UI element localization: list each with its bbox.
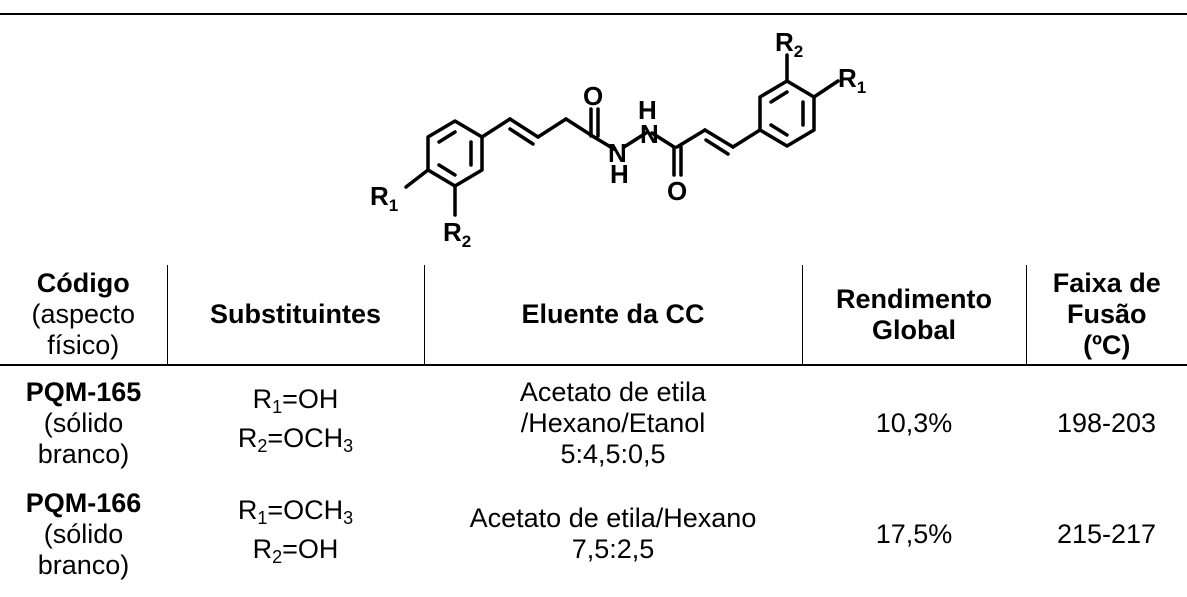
label-r2-right: R2 (775, 27, 803, 61)
label-r1-right: R1 (838, 63, 866, 97)
cell-code: PQM-166 (sólido branco) (25, 487, 142, 580)
table-row: PQM-165 (sólido branco) R1=OH R2=OCH3 Ac… (0, 365, 1187, 480)
header-code: Código (aspecto físico) (0, 265, 168, 366)
cell-melting-range: 215-217 (1056, 518, 1157, 549)
cell-eluent: Acetato de etila/Hexano 7,5:2,5 (469, 503, 757, 564)
cell-melting-range: 198-203 (1056, 407, 1157, 438)
header-eluent: Eluente da CC (424, 265, 803, 366)
table-row: PQM-166 (sólido branco) R1=OCH3 R2=OH Ac… (0, 480, 1187, 588)
atom-h-top: H (638, 95, 657, 125)
cell-code: PQM-165 (sólido branco) (25, 376, 142, 469)
structure-svg: O H N N H O R1 R2 R2 R1 (370, 27, 866, 251)
cell-substituents: R1=OCH3 R2=OH (237, 495, 354, 567)
compounds-table: Código (aspecto físico) Substituintes El… (0, 265, 1187, 588)
atom-n-top: N (640, 119, 659, 149)
header-substituents: Substituintes (167, 265, 425, 366)
atom-n-bottom: N (608, 138, 627, 168)
header-melting-range: Faixa de Fusão (ºC) (1026, 265, 1187, 366)
label-r1-left: R1 (370, 181, 398, 215)
label-r2-left: R2 (443, 217, 471, 251)
top-rule (0, 13, 1187, 15)
cell-yield: 10,3% (875, 407, 953, 438)
table-header-row: Código (aspecto físico) Substituintes El… (0, 265, 1187, 366)
header-yield: Rendimento Global (802, 265, 1027, 366)
chemical-structure: O H N N H O R1 R2 R2 R1 (0, 15, 1187, 265)
atom-h-bottom: H (610, 159, 629, 189)
atom-o-top: O (583, 81, 603, 111)
cell-eluent: Acetato de etila /Hexano/Etanol 5:4,5:0,… (519, 376, 707, 469)
atom-o-bottom: O (667, 176, 687, 206)
cell-yield: 17,5% (875, 518, 953, 549)
cell-substituents: R1=OH R2=OCH3 (237, 384, 354, 456)
